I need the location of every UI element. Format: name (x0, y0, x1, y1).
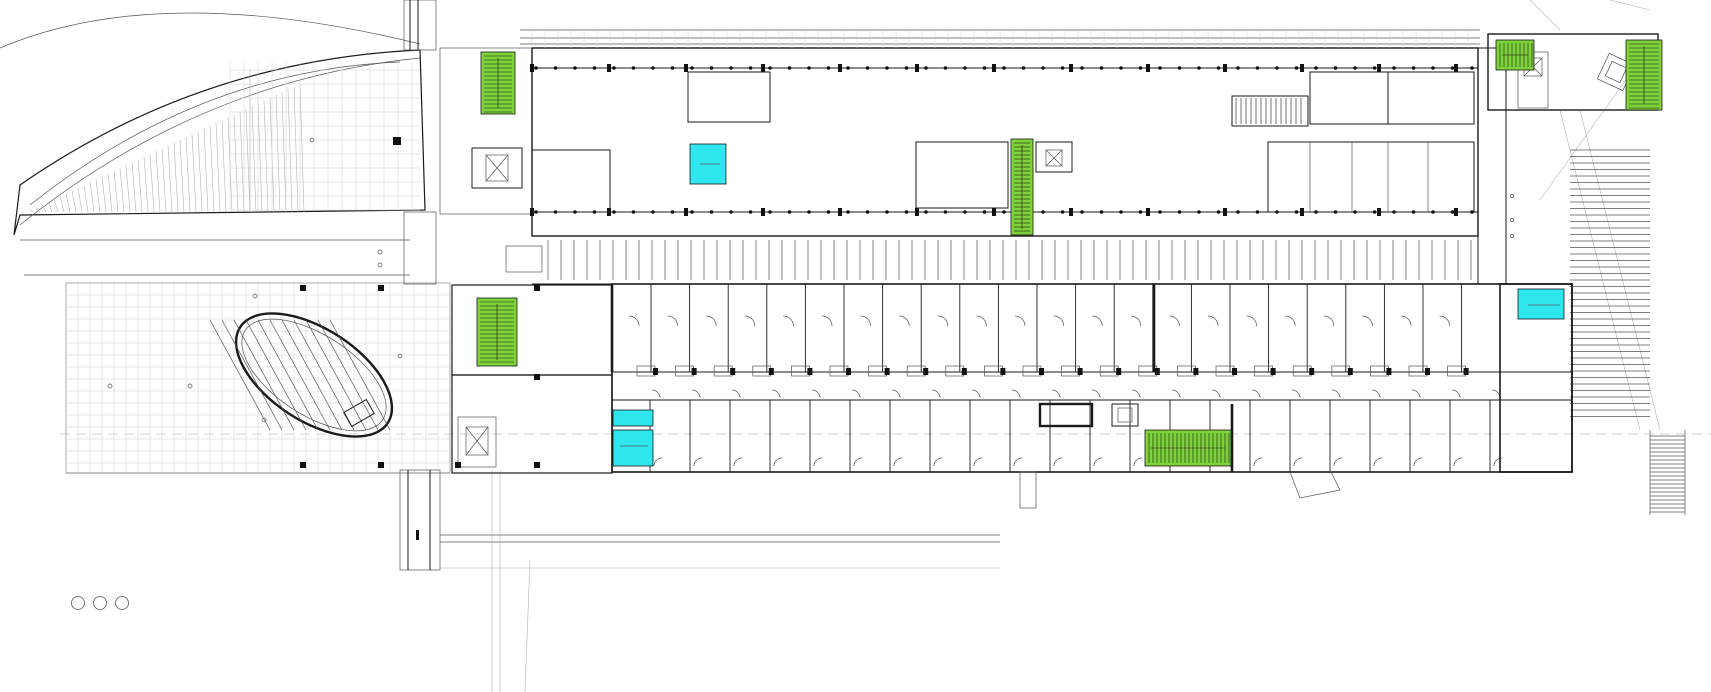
north-block (520, 29, 1480, 237)
legend-markers (71, 596, 129, 610)
south-block (610, 283, 1573, 509)
detail-symbols (107, 137, 1514, 468)
bridge-connectors (399, 0, 441, 571)
elliptical-atrium (209, 312, 394, 438)
brise-soleil-band (505, 235, 1478, 285)
sanitary-zone (612, 409, 654, 427)
entrance-core (439, 47, 613, 474)
curved-west-wing (13, 49, 426, 276)
sanitary-zone (1517, 288, 1565, 320)
circle-marker (71, 596, 85, 610)
circle-marker (93, 596, 107, 610)
sanitary-zone (612, 429, 654, 467)
sanitary-zones (612, 143, 1565, 467)
east-site-steps (1570, 149, 1685, 513)
east-wing (1477, 33, 1659, 473)
west-plaza (65, 282, 451, 474)
staircase-zones (476, 39, 1663, 467)
circle-marker (115, 596, 129, 610)
